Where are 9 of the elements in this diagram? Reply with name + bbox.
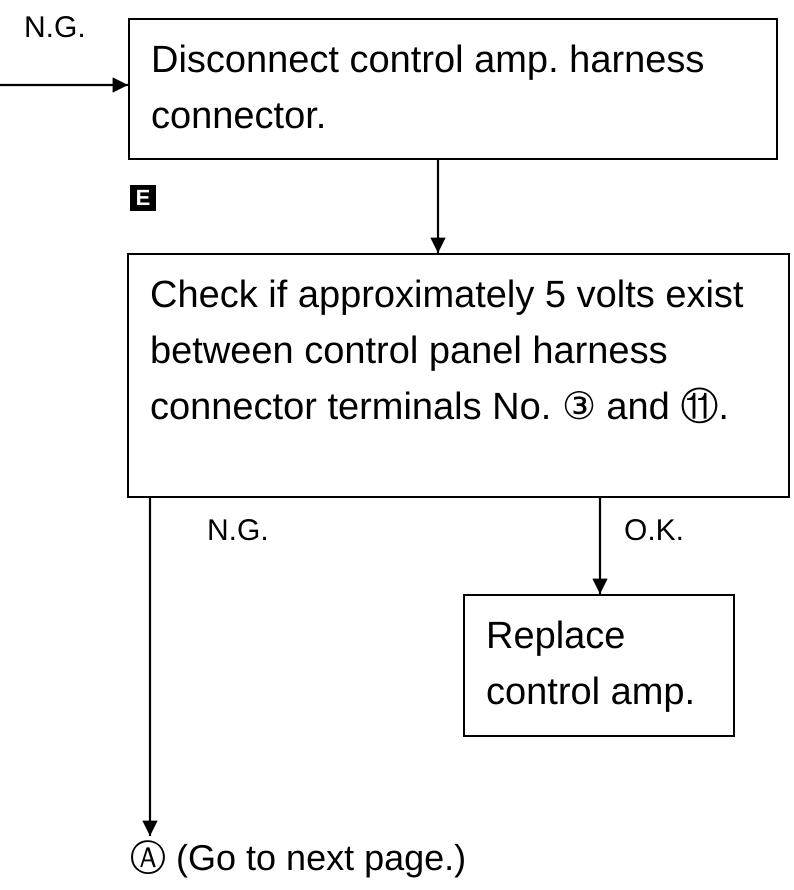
- arrow: [0, 77, 128, 93]
- process-box: Check if approximately 5 volts exist between control panel harness connector terminals No. ③ and ⑪.: [127, 253, 790, 498]
- process-box: Disconnect control amp. harness connector.: [128, 18, 778, 160]
- process-box: Replace control amp.: [463, 594, 735, 737]
- arrow: [142, 498, 158, 836]
- arrow: [430, 160, 446, 253]
- step-marker: E: [130, 185, 156, 211]
- arrow: [592, 498, 608, 594]
- connector-text: Ⓐ (Go to next page.): [130, 836, 466, 880]
